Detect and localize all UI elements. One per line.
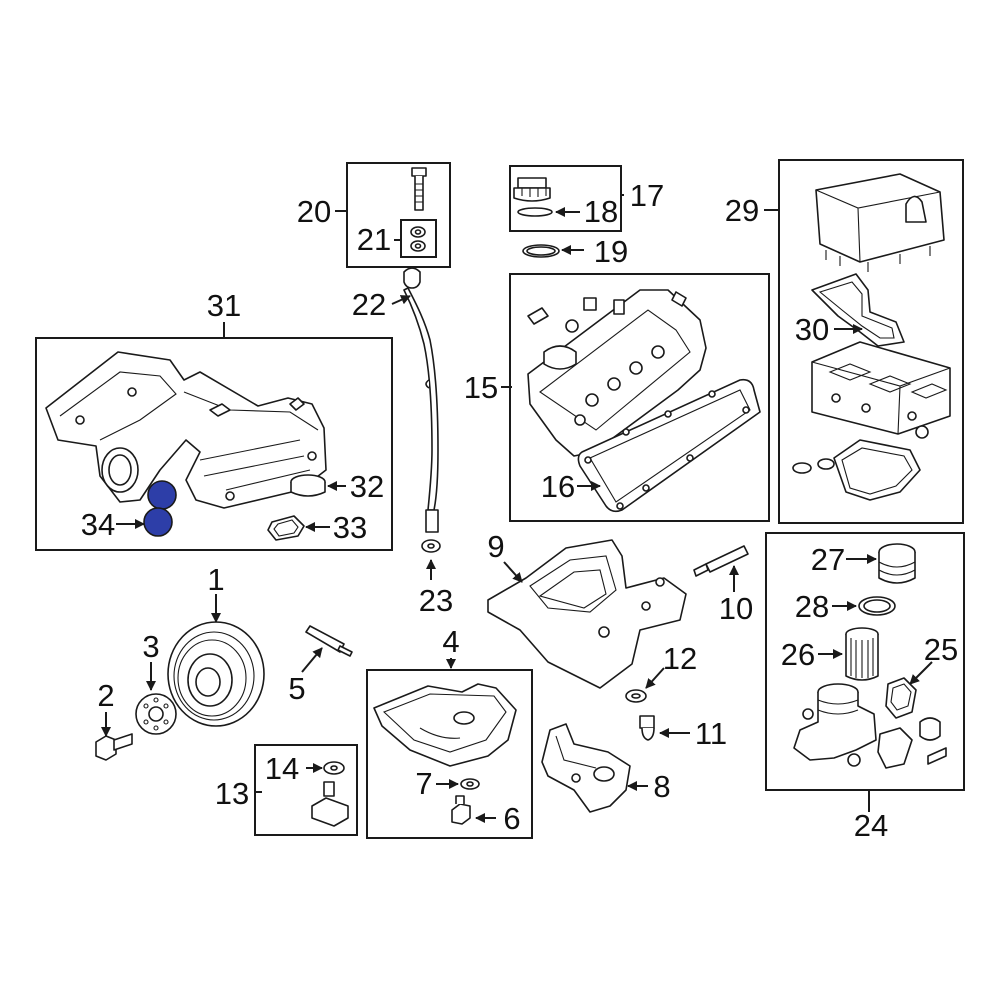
washer-part-3	[135, 693, 177, 735]
filter-cap-part-27	[878, 543, 916, 584]
highlight-gasket-upper	[147, 480, 177, 510]
oil-filter-housing-part-24	[793, 683, 947, 769]
oil-filter-element-part-26	[845, 627, 879, 681]
callout-34: 34	[81, 507, 115, 542]
callout-24: 24	[854, 808, 888, 843]
crankshaft-pulley-part-1	[167, 621, 265, 727]
sensor-part-13	[311, 781, 349, 827]
gasket-part-30	[811, 273, 905, 347]
group-box-20	[346, 162, 451, 268]
bolt-part-20	[411, 167, 427, 211]
group-box-15	[509, 273, 770, 522]
highlight-gasket-lower	[143, 507, 173, 537]
bolt-part-2	[95, 733, 133, 761]
callout-11: 11	[695, 716, 727, 751]
seal-part-32	[290, 474, 326, 497]
washer-part-14	[323, 761, 345, 775]
callout-15: 15	[464, 370, 498, 405]
sealant-tube-part-5	[305, 625, 353, 657]
oil-filler-cap-part-17	[513, 177, 551, 202]
callout-6: 6	[503, 801, 520, 836]
callout-numbers: 1 2 3 4 5 6 7 8 9 10 11 12 13 14 15 16 1…	[81, 178, 958, 843]
callout-13: 13	[215, 776, 249, 811]
callout-19: 19	[594, 234, 628, 269]
gasket-part-19	[522, 244, 560, 258]
sealant-tube-part-10	[693, 545, 749, 577]
leader-lines	[101, 194, 933, 823]
intake-gasket-part-34-highlighted	[143, 480, 177, 537]
callout-31: 31	[207, 288, 241, 323]
callout-1: 1	[207, 562, 224, 597]
callout-4: 4	[442, 624, 459, 659]
callout-12: 12	[663, 641, 697, 676]
callout-21: 21	[357, 222, 391, 257]
callout-30: 30	[795, 312, 829, 347]
washer-part-12	[625, 689, 647, 703]
housing-gasket-part-29c	[792, 439, 921, 501]
callout-3: 3	[142, 629, 159, 664]
oil-cooler-part-29	[815, 173, 945, 272]
oil-sensor-part-11	[639, 715, 655, 741]
callout-29: 29	[725, 193, 759, 228]
washer-set-part-21	[410, 226, 426, 252]
seal-part-23	[421, 539, 441, 553]
o-ring-part-28	[858, 596, 896, 616]
gasket-part-33	[267, 515, 305, 541]
callout-28: 28	[795, 589, 829, 624]
callout-9: 9	[487, 529, 504, 564]
gasket-part-25	[885, 677, 917, 719]
callout-5: 5	[288, 671, 305, 706]
callout-25: 25	[924, 632, 958, 667]
callout-22: 22	[352, 287, 386, 322]
callout-2: 2	[97, 678, 114, 713]
callout-16: 16	[541, 469, 575, 504]
callout-32: 32	[350, 469, 384, 504]
callout-14: 14	[265, 751, 299, 786]
callout-26: 26	[781, 637, 815, 672]
drain-plug-part-6	[451, 795, 471, 825]
group-box-13	[254, 744, 358, 836]
washer-part-7	[460, 778, 480, 790]
oil-pan-part-4	[373, 683, 517, 767]
oil-pump-part-8	[541, 723, 631, 813]
group-box-21	[400, 219, 437, 258]
valve-cover-gasket-part-16	[577, 378, 761, 513]
oil-pan-upper-part-9	[487, 539, 687, 689]
group-box-31	[35, 337, 393, 551]
group-box-24	[765, 532, 965, 791]
callout-23: 23	[419, 583, 453, 618]
callout-18: 18	[584, 194, 618, 229]
group-box-4	[366, 669, 533, 839]
callout-7: 7	[415, 766, 432, 801]
group-box-29	[778, 159, 964, 524]
callout-8: 8	[653, 769, 670, 804]
group-box-17	[509, 165, 622, 232]
callout-10: 10	[719, 591, 753, 626]
callout-17: 17	[630, 178, 664, 213]
callout-20: 20	[297, 194, 331, 229]
oil-filter-housing-part-29b	[811, 341, 951, 439]
intake-manifold-part-31	[45, 351, 327, 509]
valve-cover-part-15	[527, 289, 707, 457]
o-ring-part-18	[517, 207, 553, 217]
callout-33: 33	[333, 510, 367, 545]
dipstick-tube-part-22	[403, 267, 439, 533]
callout-27: 27	[811, 542, 845, 577]
